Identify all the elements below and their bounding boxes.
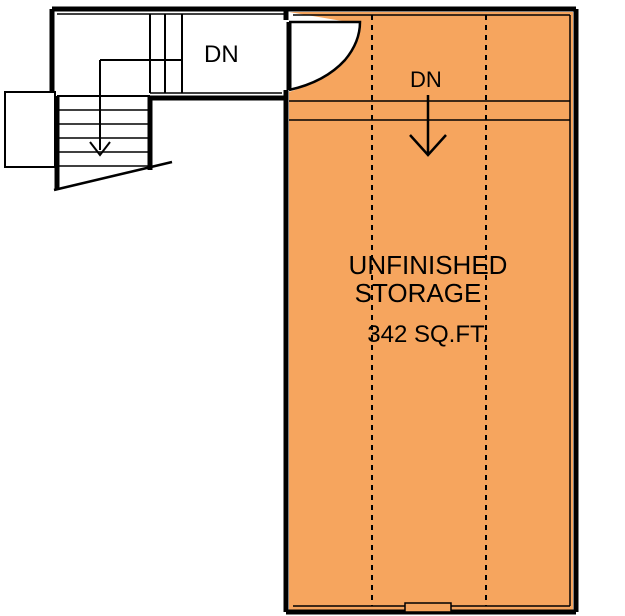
room-name-line2: STORAGE [355, 278, 482, 308]
room-name-line1: UNFINISHED [349, 250, 508, 280]
landing-walls [49, 6, 289, 101]
rafter-dashed-lines [371, 15, 487, 606]
stair-dn-label: DN [204, 41, 239, 68]
room-dn-label: DN [410, 67, 442, 92]
room-area: 342 SQ.FT. [367, 321, 488, 348]
bottom-threshold [404, 602, 452, 613]
door-swing-arc [288, 20, 362, 92]
room-down-arrow [409, 95, 447, 157]
horizontal-break-lines [289, 100, 570, 121]
stair-side-box [4, 91, 56, 168]
storage-room-fill [289, 12, 573, 610]
stair-railing [89, 14, 183, 157]
lower-stair-flight [53, 95, 173, 192]
